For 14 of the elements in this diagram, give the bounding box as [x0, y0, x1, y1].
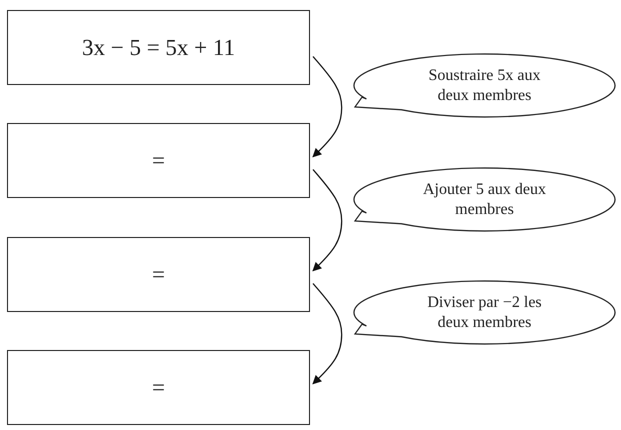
equation-box	[7, 237, 310, 312]
equation: 3x − 5 = 5x + 11	[82, 34, 236, 62]
equation: =	[152, 374, 165, 402]
equation-box	[7, 10, 310, 85]
equation: =	[152, 260, 165, 288]
equation-box	[7, 350, 310, 425]
equation: =	[152, 146, 165, 174]
curved-arrow	[312, 283, 342, 384]
step-instruction: Soustraire 5x aux deux membres	[428, 66, 542, 105]
curved-arrow	[312, 56, 342, 158]
step-instruction: Diviser par −2 les deux membres	[426, 293, 543, 332]
equation-box	[7, 123, 310, 198]
curved-arrow	[312, 169, 342, 272]
step-instruction: Ajouter 5 aux deux membres	[422, 180, 548, 219]
